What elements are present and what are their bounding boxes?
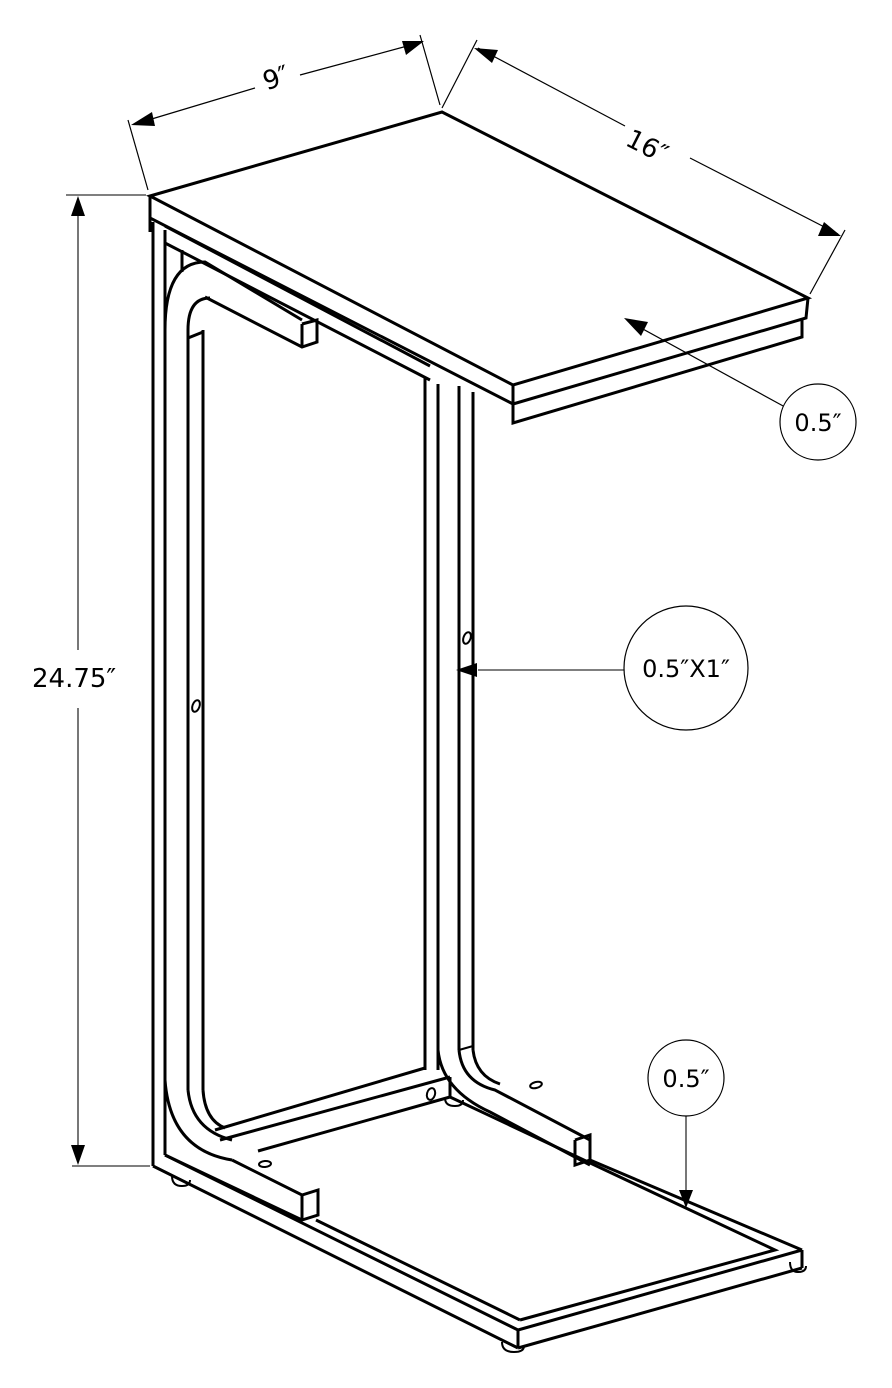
right-c-frame: [423, 378, 592, 1168]
callout-bubble-base-thickness: [647, 1039, 725, 1117]
callout-bubble-top-thickness: [779, 383, 857, 461]
depth-dimension: [441, 39, 846, 295]
left-c-frame: [151, 222, 303, 1166]
table-top: [145, 110, 813, 426]
top-rail: [148, 218, 431, 382]
height-dimension-label: 24.75″: [28, 666, 121, 692]
callout-bubble-tube-size: [623, 605, 749, 731]
base-frame: [152, 1066, 807, 1354]
callout-leaders: [456, 318, 786, 1208]
callout-top-thickness-label: 0.5″: [794, 409, 842, 437]
callout-bubbles: [623, 383, 857, 1117]
height-dimension: [66, 194, 150, 1167]
callout-tube-size-label: 0.5″X1″: [642, 655, 730, 683]
width-dimension: [127, 34, 441, 191]
callout-base-thickness-label: 0.5″: [662, 1065, 710, 1093]
